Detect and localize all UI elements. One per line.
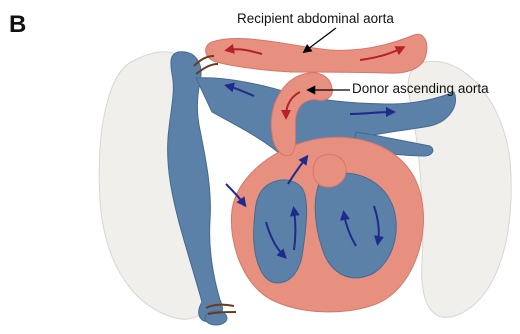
pulmonary-artery-stump: [313, 154, 346, 187]
right-lung: [408, 61, 511, 317]
right-ventricle: [254, 180, 307, 283]
donor-ascending-aorta-label: Donor ascending aorta: [352, 81, 489, 96]
recipient-abdominal-aorta-label: Recipient abdominal aorta: [237, 11, 394, 26]
recipient-abdominal-aorta: [206, 34, 427, 73]
panel-letter: B: [9, 11, 26, 39]
